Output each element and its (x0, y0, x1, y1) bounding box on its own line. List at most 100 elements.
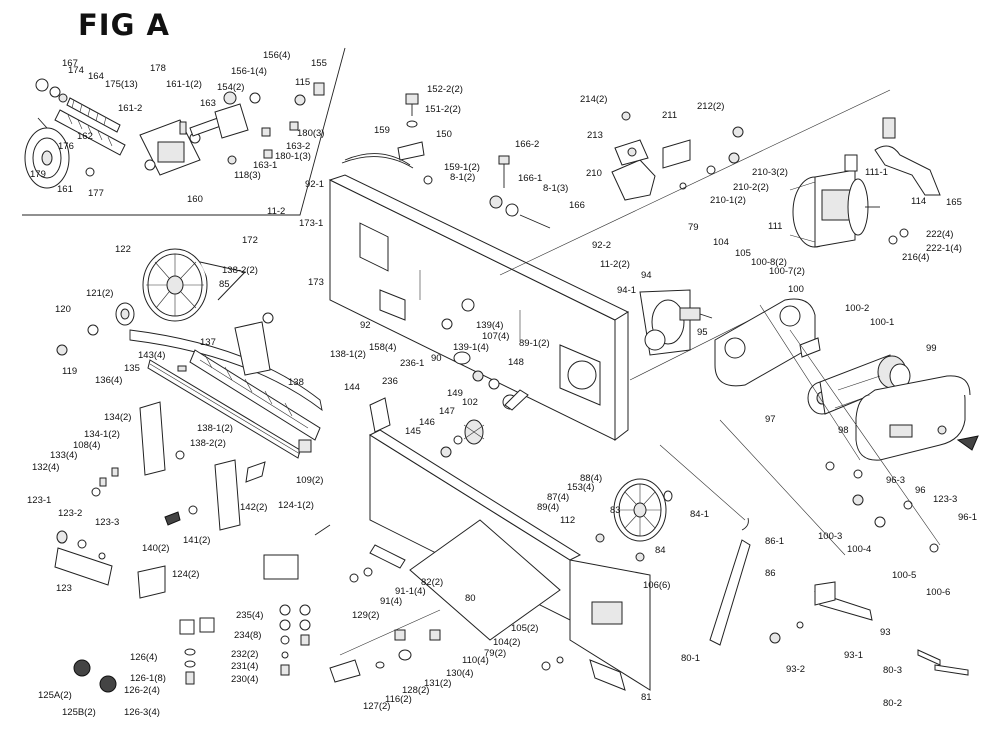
callout-c114: 114 (911, 196, 926, 207)
callout-c108: 108(4) (73, 440, 100, 451)
callout-c129: 129(2) (352, 610, 379, 621)
callout-c152_2: 152-2(2) (427, 84, 463, 95)
callout-c112: 112 (560, 515, 575, 526)
callout-c85: 85 (219, 279, 230, 290)
callout-c145: 145 (405, 426, 421, 437)
callout-c179: 179 (30, 169, 46, 180)
callout-c123_2: 123-2 (58, 508, 82, 519)
lead-screw-162 (54, 109, 126, 156)
callout-c107: 107(4) (482, 331, 509, 342)
table-124 (73, 524, 331, 693)
hose-159 (344, 153, 411, 166)
callout-c164: 164 (88, 71, 104, 82)
blade-cover-80 (349, 429, 651, 691)
callout-c109: 109(2) (296, 475, 323, 486)
callout-c135: 135 (124, 363, 140, 374)
callout-c139: 139(4) (476, 320, 503, 331)
callout-c84: 84 (655, 545, 666, 556)
callout-c149: 149 (447, 388, 463, 399)
callout-c210_1: 210-1(2) (710, 195, 746, 206)
plate-100 (714, 298, 821, 387)
callout-c122: 122 (115, 244, 131, 255)
callout-c123_1: 123-1 (27, 495, 51, 506)
bolts-110-130 (329, 609, 564, 683)
plate-80-3 (917, 649, 941, 666)
callout-c130: 130(4) (446, 668, 473, 679)
callout-c210_2: 210-2(2) (733, 182, 769, 193)
callout-c126_2: 126-2(4) (124, 685, 160, 696)
callout-c125a: 125A(2) (38, 690, 72, 701)
callout-c116: 116(2) (385, 694, 412, 705)
callout-c231: 231(4) (231, 661, 258, 672)
callout-c222: 222(4) (926, 229, 953, 240)
callout-c163_2: 163-2 (286, 141, 310, 152)
callout-c138_2: 138-2(2) (222, 265, 258, 276)
callout-c124_1: 124-1(2) (278, 500, 314, 511)
callout-c176: 176 (58, 141, 74, 152)
callout-c111: 111 (768, 221, 782, 232)
callout-c133: 133(4) (50, 450, 77, 461)
callout-c8_1_2: 8-1(2) (450, 172, 475, 183)
bracket-93 (769, 461, 939, 644)
callout-c93_2: 93-2 (786, 664, 805, 675)
callout-c120: 120 (55, 304, 71, 315)
leader-motor (499, 89, 891, 276)
callout-c126_1: 126-1(8) (130, 673, 166, 684)
callout-c138_1: 138-1(2) (330, 349, 366, 360)
callout-c92: 92 (360, 320, 371, 331)
callout-c92_2: 92-2 (592, 240, 611, 251)
callout-c150: 150 (436, 129, 452, 140)
inset-border (22, 47, 346, 216)
callout-c80: 80 (465, 593, 476, 604)
callout-c100_8: 100-8(2) (751, 257, 787, 268)
hose-86 (709, 539, 751, 646)
callout-c104b: 104(2) (493, 637, 520, 648)
callout-c155: 155 (311, 58, 327, 69)
callout-c92_1: 92-1 (305, 179, 324, 190)
callout-c147: 147 (439, 406, 455, 417)
callout-c161_2: 161-2 (118, 103, 142, 114)
callout-c123_3: 123-3 (933, 494, 957, 505)
callout-c100_1: 100-1 (870, 317, 894, 328)
callout-c230: 230(4) (231, 674, 258, 685)
callout-c100_5: 100-5 (892, 570, 916, 581)
callout-c161: 161 (57, 184, 73, 195)
callout-c86: 86 (765, 568, 776, 579)
callout-c162: 162 (77, 131, 93, 142)
callout-c121: 121(2) (86, 288, 113, 299)
callout-c111_1: 111-1 (865, 167, 888, 178)
callout-c139_1: 139-1(4) (453, 342, 489, 353)
callout-c138_2b: 138-2(2) (190, 438, 226, 449)
callout-c132: 132(4) (32, 462, 59, 473)
callout-c89: 89(4) (537, 502, 559, 513)
callout-c138_1b: 138-1(2) (197, 423, 233, 434)
callout-c173_1: 173-1 (299, 218, 323, 229)
callout-c166_2: 166-2 (515, 139, 539, 150)
washer-156-1 (249, 92, 261, 104)
callout-c80_2: 80-2 (883, 698, 902, 709)
callout-c136: 136(4) (95, 375, 122, 386)
callout-c144: 144 (344, 382, 360, 393)
callout-c102: 102 (462, 397, 478, 408)
callout-c95: 95 (697, 327, 708, 338)
blade-85 (129, 329, 323, 412)
callout-c166: 166 (569, 200, 585, 211)
callout-c180_1: 180-1(3) (275, 151, 311, 162)
callout-c126: 126(4) (130, 652, 157, 663)
callout-c123: 123 (56, 583, 72, 594)
callout-c123_3b: 123-3 (95, 517, 119, 528)
callout-c159: 159 (374, 125, 390, 136)
callout-c141: 141(2) (183, 535, 210, 546)
callout-c97: 97 (765, 414, 776, 425)
callout-c163_1: 163-1 (253, 160, 277, 171)
callout-c214: 214(2) (580, 94, 607, 105)
callout-c151_2: 151-2(2) (425, 104, 461, 115)
callout-c166_1: 166-1 (518, 173, 542, 184)
callout-c236_1: 236-1 (400, 358, 424, 369)
callout-c86_1: 86-1 (765, 536, 784, 547)
callout-c84_1: 84-1 (690, 509, 709, 520)
callout-c96_3: 96-3 (886, 475, 905, 486)
callout-c91_1: 91-1(4) (395, 586, 426, 597)
guide-arm-135 (147, 312, 321, 459)
callout-c8_1_3: 8-1(3) (543, 183, 568, 194)
